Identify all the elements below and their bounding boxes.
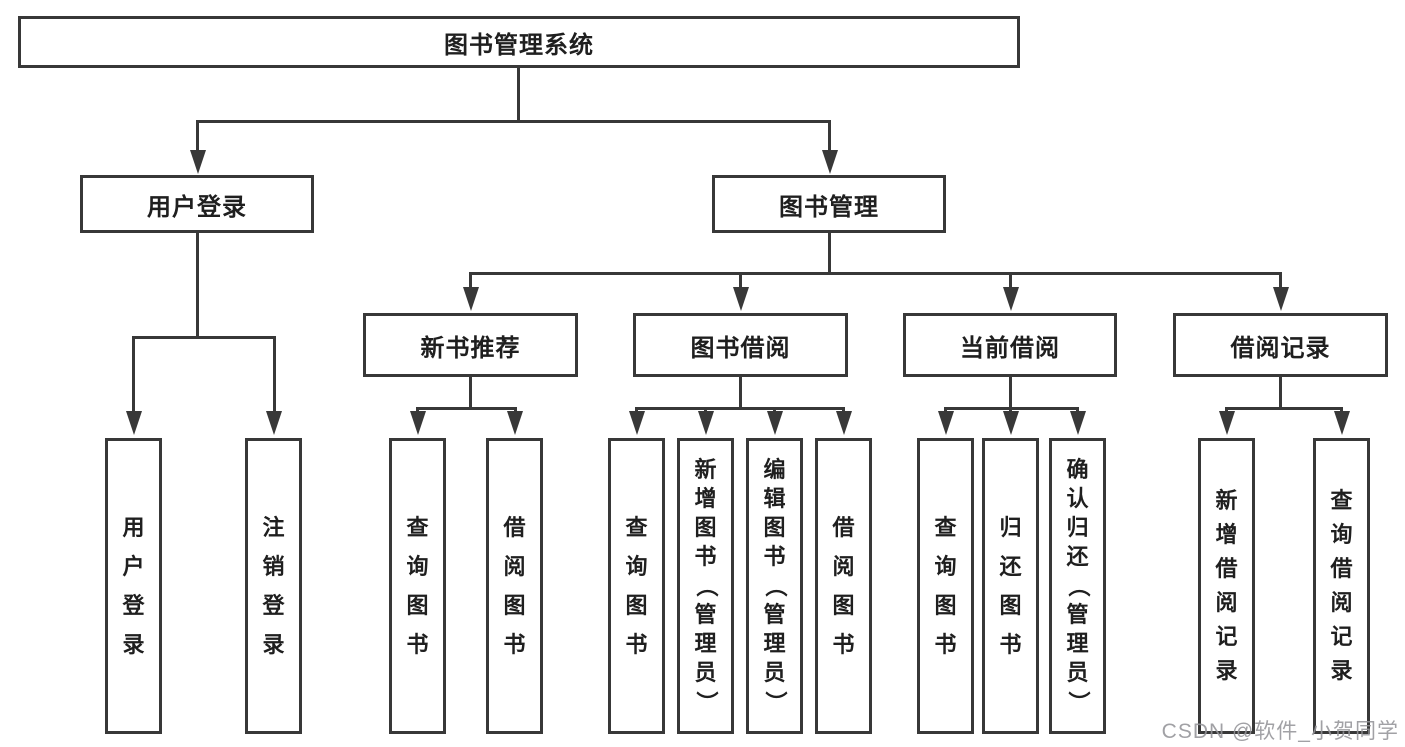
node-new-book-rec: 新书推荐 [363, 313, 578, 377]
node-book-borrow-label: 图书借阅 [690, 334, 791, 362]
node-borrow-record: 借阅记录 [1173, 313, 1388, 377]
leaf-query-book-current: 查询图书 [917, 438, 974, 734]
leaf-borrow-book-rec-label: 借阅图书 [503, 514, 526, 657]
leaf-logout-label: 注销登录 [262, 514, 285, 657]
arrow-down-icon [1069, 411, 1086, 435]
leaf-borrow-book: 借阅图书 [815, 438, 872, 734]
node-user-login-label: 用户登录 [147, 193, 247, 221]
arrow-down-icon [766, 411, 783, 435]
leaf-return-book-label: 归还图书 [999, 514, 1022, 657]
arrow-down-icon [1002, 411, 1019, 435]
leaf-user-login-label: 用户登录 [122, 514, 145, 657]
arrow-down-icon [1272, 287, 1289, 311]
connector-mgmt-stem [827, 233, 831, 274]
connector-l3-stem [739, 377, 742, 409]
leaf-query-borrow-record: 查询借阅记录 [1313, 438, 1370, 734]
leaf-edit-book-admin-label: 编辑图书（管理员） [762, 457, 788, 714]
connector-user-stem [195, 233, 199, 337]
leaf-borrow-book-rec: 借阅图书 [486, 438, 543, 734]
leaf-confirm-return-admin: 确认归还（管理员） [1049, 438, 1106, 734]
leaf-query-book-current-label: 查询图书 [934, 514, 957, 657]
connector-l3-drop [1009, 272, 1012, 290]
leaf-add-borrow-record: 新增借阅记录 [1198, 438, 1255, 734]
node-current-borrow-label: 当前借阅 [960, 334, 1060, 362]
leaf-edit-book-admin: 编辑图书（管理员） [746, 438, 803, 734]
arrow-down-icon [1333, 411, 1350, 435]
arrow-down-icon [125, 411, 142, 435]
connector-user-bar [131, 336, 276, 339]
connector-l3-drop [739, 272, 742, 290]
leaf-borrow-book-label: 借阅图书 [832, 514, 855, 657]
arrow-down-icon [835, 411, 852, 435]
arrow-down-icon [462, 287, 479, 311]
leaf-query-book-rec: 查询图书 [389, 438, 446, 734]
node-borrow-record-label: 借阅记录 [1230, 334, 1331, 362]
leaf-add-book-admin: 新增图书（管理员） [677, 438, 734, 734]
connector-leaf-drop [272, 336, 276, 413]
leaf-confirm-return-admin-label: 确认归还（管理员） [1065, 457, 1091, 714]
connector-leaf-drop [132, 336, 135, 413]
node-new-book-rec-label: 新书推荐 [420, 334, 521, 362]
leaf-query-borrow-record-label: 查询借阅记录 [1330, 488, 1353, 683]
arrow-down-icon [628, 411, 645, 435]
connector-l3-stem [1279, 377, 1282, 409]
leaf-logout: 注销登录 [245, 438, 302, 734]
connector-mgmt-drop [828, 120, 831, 153]
connector-l3-stem [469, 377, 472, 409]
leaf-add-book-admin-label: 新增图书（管理员） [693, 457, 719, 714]
leaf-query-book-borrow: 查询图书 [608, 438, 665, 734]
arrow-down-icon [266, 411, 282, 435]
leaf-add-borrow-record-label: 新增借阅记录 [1215, 488, 1238, 683]
connector-root-stem [517, 68, 520, 122]
connector-l3-drop [1279, 272, 1282, 290]
node-current-borrow: 当前借阅 [903, 313, 1117, 377]
leaf-return-book: 归还图书 [982, 438, 1039, 734]
arrow-down-icon [732, 287, 749, 311]
arrow-down-icon [409, 411, 426, 435]
arrow-down-icon [507, 411, 523, 435]
watermark: CSDN @软件_小贺同学 [1161, 720, 1399, 743]
node-book-mgmt: 图书管理 [712, 175, 946, 233]
arrow-down-icon [1218, 411, 1235, 435]
leaf-user-login: 用户登录 [105, 438, 162, 734]
arrow-down-icon [189, 150, 206, 174]
node-root-label: 图书管理系统 [444, 31, 594, 59]
connector-l3-bar [635, 407, 845, 410]
arrow-down-icon [937, 411, 954, 435]
node-book-mgmt-label: 图书管理 [779, 193, 879, 221]
connector-l3-bar [1225, 407, 1343, 410]
connector-mgmt-bar [469, 272, 1282, 275]
leaf-query-book-rec-label: 查询图书 [406, 514, 429, 657]
connector-l3-drop [469, 272, 472, 290]
connector-l3-stem [1009, 377, 1012, 409]
leaf-query-book-borrow-label: 查询图书 [625, 514, 648, 657]
connector-user-drop [196, 120, 199, 153]
connector-l3-bar [415, 407, 517, 410]
arrow-down-icon [821, 150, 838, 174]
node-root: 图书管理系统 [18, 16, 1020, 68]
arrow-down-icon [1002, 287, 1019, 311]
arrow-down-icon [697, 411, 714, 435]
node-user-login: 用户登录 [80, 175, 314, 233]
connector-root-bar [196, 120, 831, 123]
node-book-borrow: 图书借阅 [633, 313, 848, 377]
